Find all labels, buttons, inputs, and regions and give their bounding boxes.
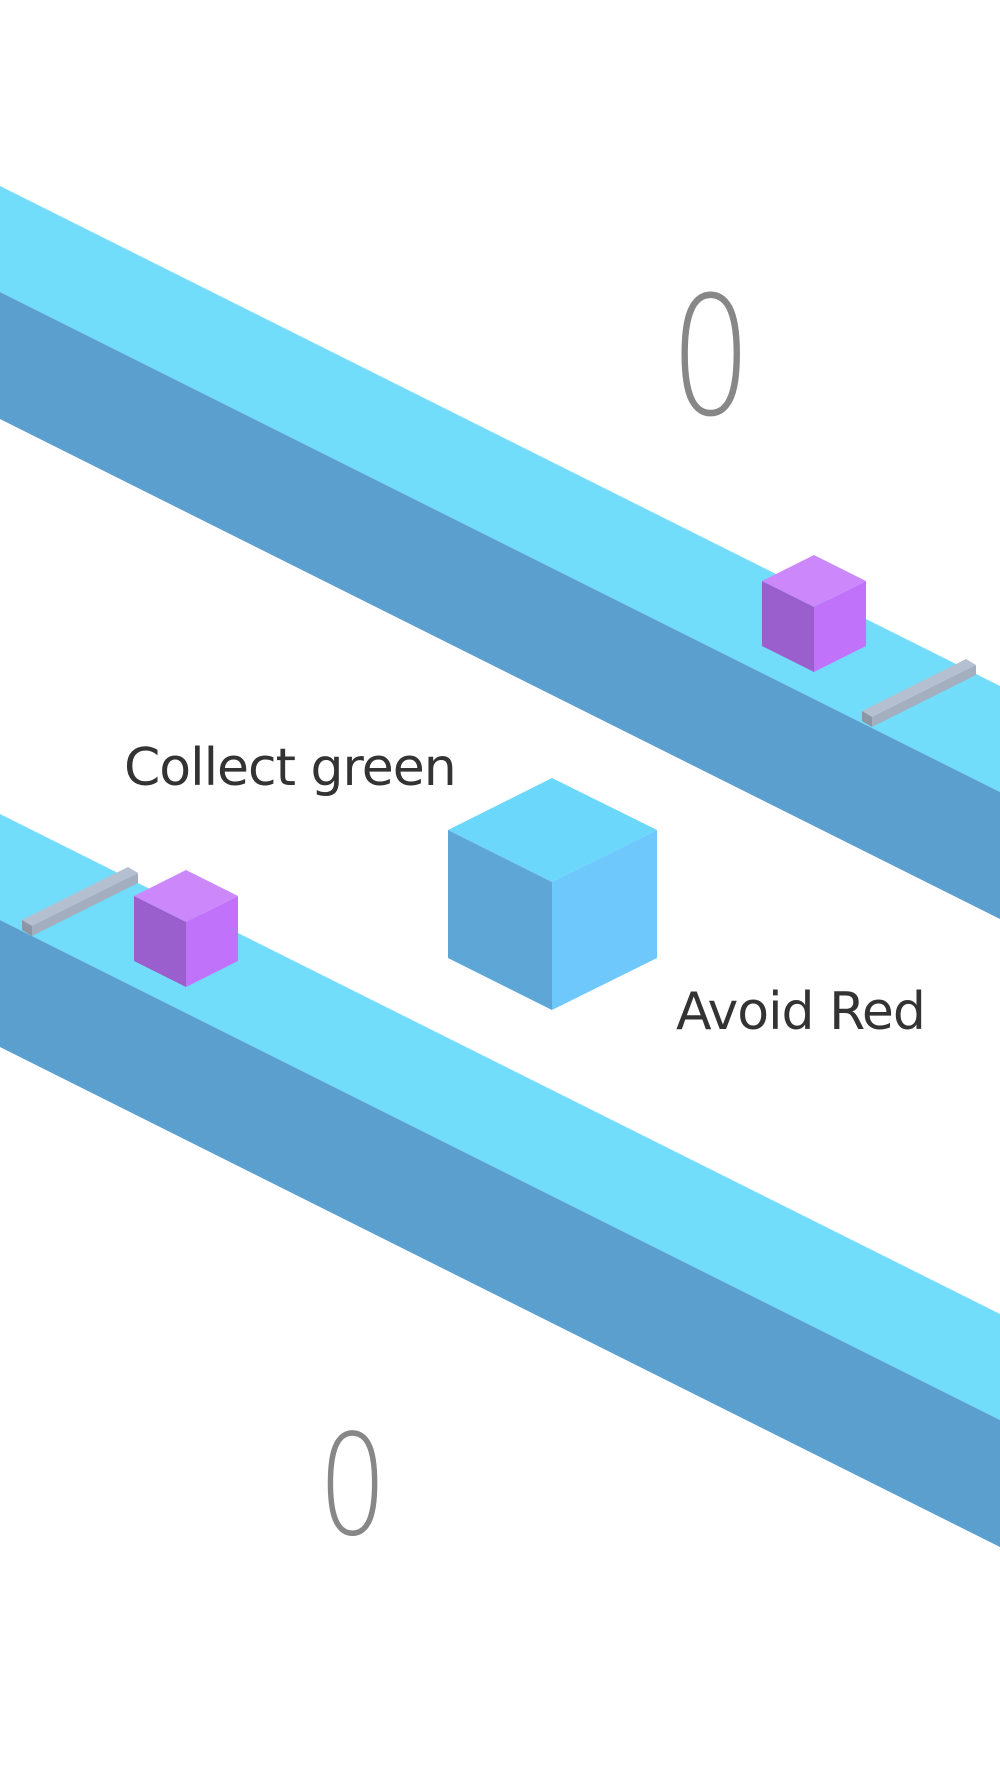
purple-cube-icon	[134, 870, 238, 987]
track-lower-side-face	[0, 920, 1000, 1547]
barrier-icon	[22, 867, 138, 936]
track-lower-top-face	[0, 814, 1000, 1420]
score-bottom: 0	[318, 1405, 388, 1568]
track-lower	[0, 814, 1000, 1547]
player-cube-icon[interactable]	[448, 778, 657, 1010]
track-upper-top-face	[0, 186, 1000, 792]
purple-cube-icon	[762, 555, 866, 672]
track-upper-side-face	[0, 292, 1000, 919]
hint-collect-label: Collect green	[124, 738, 457, 798]
track-upper	[0, 186, 1000, 919]
barrier-icon	[862, 659, 976, 727]
score-top: 0	[670, 261, 752, 453]
hint-avoid-label: Avoid Red	[676, 982, 926, 1042]
